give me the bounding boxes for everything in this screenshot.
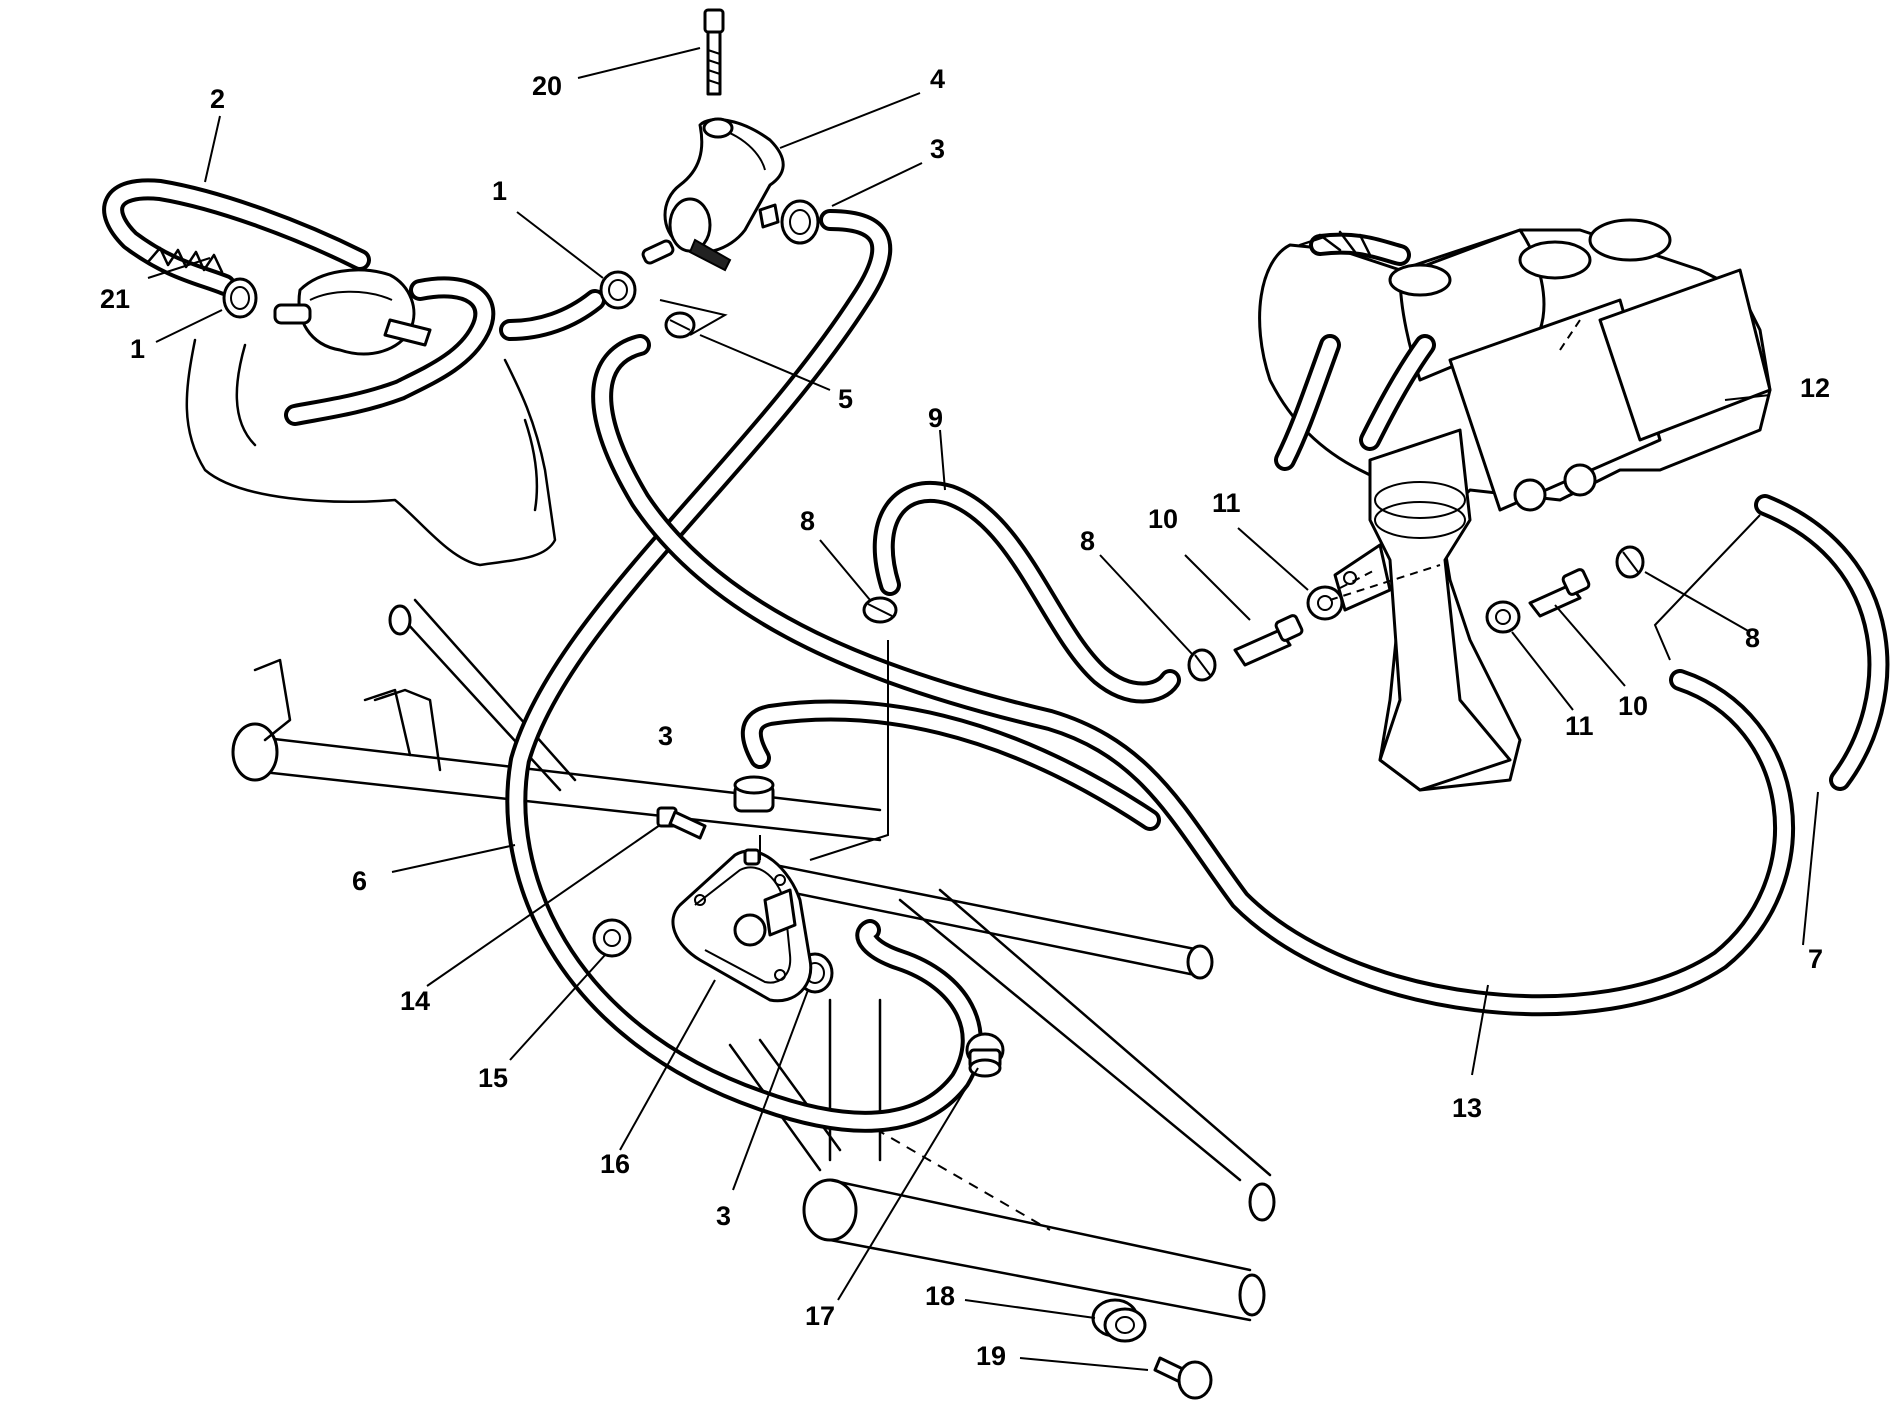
spring-clamp-5 <box>664 311 696 339</box>
screw-19 <box>1153 1356 1213 1400</box>
callout-21: 21 <box>100 284 130 314</box>
nipple-10-left <box>1233 614 1304 667</box>
callout-15: 15 <box>478 1063 508 1093</box>
callout-20: 20 <box>532 71 562 101</box>
washer-11-right <box>1485 600 1521 634</box>
callout-3-low: 3 <box>716 1201 731 1231</box>
callout-5: 5 <box>838 384 853 414</box>
callout-11-left: 11 <box>1212 488 1241 518</box>
callout-6: 6 <box>352 866 367 896</box>
spring-clamp-8-right <box>1615 545 1645 579</box>
bolt-14 <box>656 806 707 840</box>
callout-8-right: 8 <box>1745 623 1760 653</box>
hose-clamps <box>222 199 1645 994</box>
grommet-15 <box>592 918 632 958</box>
callout-18: 18 <box>925 1281 955 1311</box>
callout-14: 14 <box>400 986 430 1016</box>
callout-3-top: 3 <box>930 134 945 164</box>
callout-19: 19 <box>976 1341 1006 1371</box>
callout-8-mid: 8 <box>1080 526 1095 556</box>
callout-3-mid: 3 <box>658 721 673 751</box>
callout-8-left: 8 <box>800 506 815 536</box>
washer-11-left <box>1306 585 1344 621</box>
clamp-1-upper <box>599 270 637 310</box>
spring-clamp-8-mid <box>1187 648 1217 682</box>
callout-9: 9 <box>928 403 943 433</box>
assembly-guide-lines <box>659 299 1761 861</box>
callout-1-upper: 1 <box>492 176 507 206</box>
bolt-20 <box>703 8 725 96</box>
callout-4: 4 <box>930 64 945 94</box>
callout-10-left: 10 <box>1148 504 1178 534</box>
callout-leaders <box>147 47 1819 1371</box>
callout-2: 2 <box>210 84 225 114</box>
spacer-17 <box>965 1032 1005 1078</box>
callout-17: 17 <box>805 1301 835 1331</box>
spring-clamp-8-left <box>862 596 898 624</box>
callout-1-left: 1 <box>130 334 145 364</box>
callout-11-right: 11 <box>1565 711 1594 741</box>
fuel-pump-16 <box>671 848 813 1003</box>
rubber-mount-18 <box>1091 1298 1147 1343</box>
carburetor-assembly <box>1258 218 1772 792</box>
nipple-10-right <box>1528 568 1591 618</box>
callout-12: 12 <box>1800 373 1830 403</box>
fuel-filter <box>273 268 432 356</box>
frame-tubes <box>231 598 1276 1322</box>
callout-10-right: 10 <box>1618 691 1648 721</box>
clamp-3-top <box>780 199 820 245</box>
clamp-1-left <box>222 277 258 319</box>
callout-7: 7 <box>1808 944 1823 974</box>
fuel-tank-outline <box>185 338 557 567</box>
clamp-3-mid <box>733 775 775 813</box>
callout-labels: 20 4 2 3 1 21 1 5 12 9 8 10 11 8 8 11 10… <box>100 64 1830 1371</box>
callout-16: 16 <box>600 1149 630 1179</box>
spring-21 <box>146 246 224 274</box>
fuel-tap-4 <box>641 117 785 272</box>
callout-13: 13 <box>1452 1093 1482 1123</box>
fittings <box>1233 568 1591 667</box>
